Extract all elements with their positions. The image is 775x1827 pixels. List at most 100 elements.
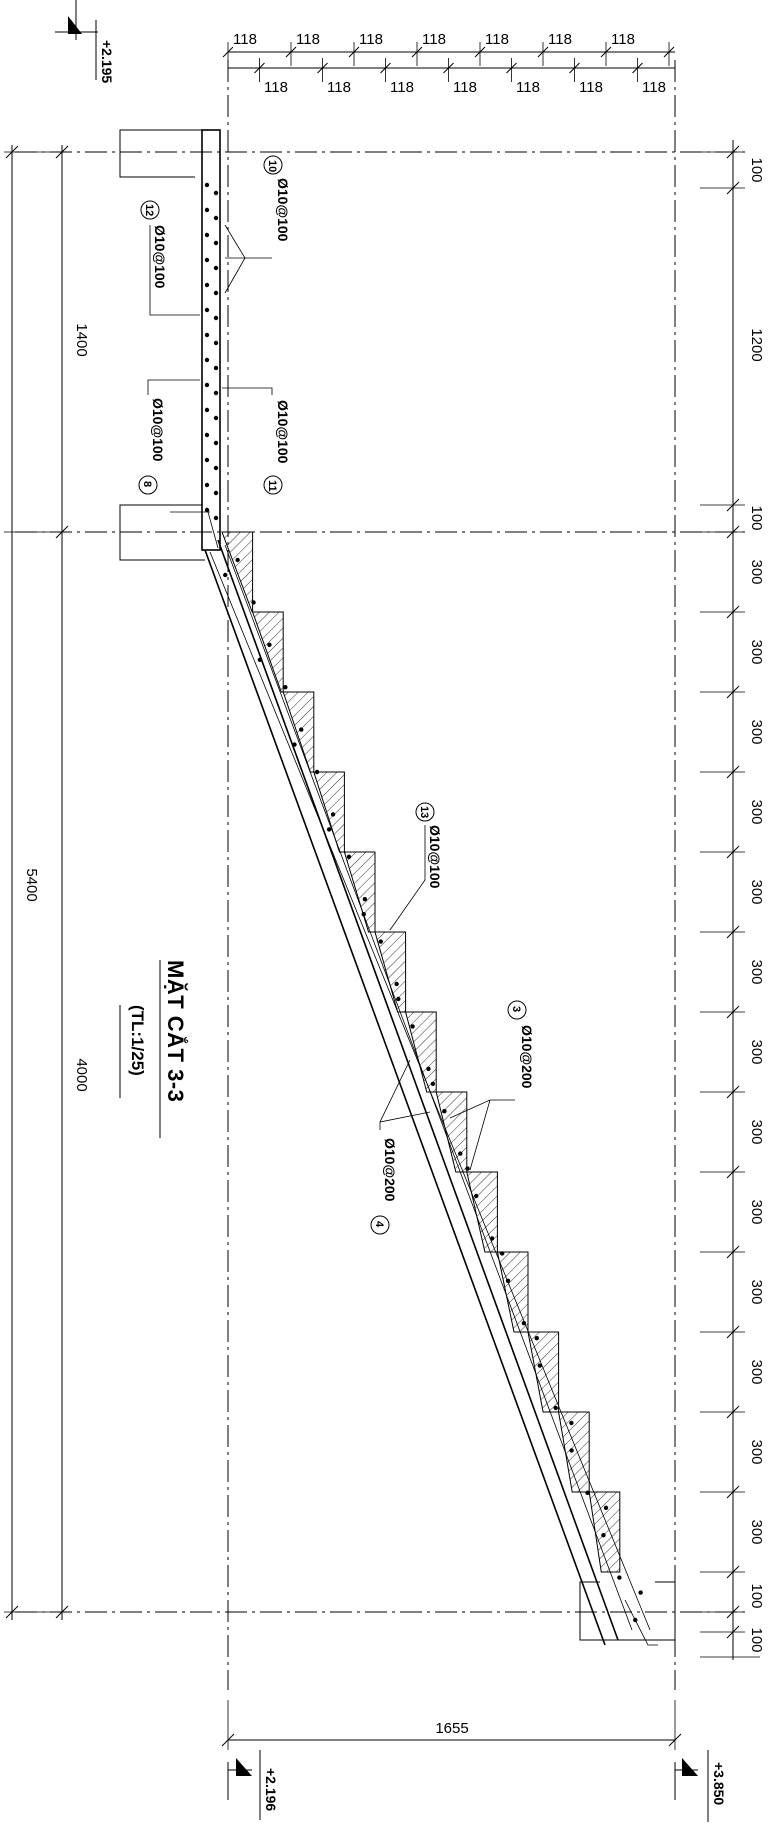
dim-tick <box>726 685 740 699</box>
rebar-num: 13 <box>418 806 430 818</box>
bottom-beam <box>579 1581 676 1646</box>
stair-step <box>221 531 254 613</box>
dim-width-1655: 1655 <box>435 1720 468 1737</box>
rebar-dot <box>569 1420 574 1426</box>
rebar-dot <box>204 507 210 513</box>
rebar-dot <box>330 812 336 817</box>
dim-tick <box>726 605 740 619</box>
top-dim-5: 118 <box>485 31 509 48</box>
dim-tick <box>726 765 740 779</box>
rebar-dot <box>603 1505 609 1511</box>
stair-step <box>251 611 284 693</box>
level-triangle-icon <box>682 1758 698 1776</box>
right-dim-14: 300 <box>748 1359 765 1384</box>
grid-lines <box>15 60 745 1690</box>
rebar-dot <box>378 939 383 944</box>
rebar-dot <box>326 827 332 832</box>
right-dim-17: 100 <box>748 1583 765 1608</box>
dim-tick <box>726 1325 740 1339</box>
stair-step <box>588 1491 621 1573</box>
rebar-dot <box>569 1448 574 1453</box>
dim-tick <box>632 62 643 74</box>
flight-rebar-dots <box>223 557 643 1623</box>
rebar-dot <box>505 1278 511 1284</box>
right-dim-4: 300 <box>748 559 765 584</box>
rebar-dot <box>204 257 210 263</box>
dim-tick <box>506 62 517 74</box>
rebar-dot <box>638 1590 643 1595</box>
level-marker-bottom-right: +3.850 <box>674 1750 727 1822</box>
rebar-dot <box>314 769 320 775</box>
rebar-mark-circle <box>370 1215 390 1235</box>
stair-step <box>558 1411 590 1493</box>
right-dim-7: 300 <box>748 799 765 824</box>
rebar-num: 4 <box>373 1221 385 1228</box>
rebar-dot <box>537 1363 543 1368</box>
rebar-dot <box>213 465 219 471</box>
rebar-dot <box>410 1024 415 1029</box>
rebar-num: 10 <box>266 160 278 172</box>
rebar-mark-circle <box>263 155 283 175</box>
rebar-dot <box>204 382 210 388</box>
rebar-dot <box>213 340 219 346</box>
top-dim-2: 118 <box>296 31 320 48</box>
bottom-beam-outline <box>579 1581 676 1641</box>
right-dim-8: 300 <box>748 879 765 904</box>
rebar-dot <box>213 240 219 246</box>
dim-tick <box>285 46 297 58</box>
right-dimension-chain <box>700 140 760 1660</box>
bottom-dimension: 1655 <box>221 1700 682 1750</box>
stair-step <box>404 1011 437 1093</box>
rebar-dot <box>267 642 272 647</box>
right-dim-1: 100 <box>748 157 765 182</box>
rebar-dot <box>474 1193 479 1199</box>
top-dimension-labels: 118 118 118 118 118 118 118 118 118 118 … <box>233 31 666 96</box>
rebar-dot <box>489 1236 495 1241</box>
rebar-dot <box>257 657 263 662</box>
right-dim-5: 300 <box>748 639 765 664</box>
level-triangle-icon <box>236 1758 252 1776</box>
right-dim-12: 300 <box>748 1199 765 1224</box>
dim-tick <box>411 46 423 58</box>
dim-tick <box>726 1565 740 1579</box>
rebar-dot <box>499 1251 505 1256</box>
rebar-dot <box>223 572 228 578</box>
top-dimension-ticks <box>222 42 675 82</box>
right-dim-10: 300 <box>748 1039 765 1064</box>
rebar-dot <box>204 207 210 213</box>
level-triangle-icon <box>68 16 82 34</box>
right-dim-6: 300 <box>748 719 765 744</box>
level-bottom-left: +2.196 <box>263 1768 279 1811</box>
top-dimension-chain <box>228 51 675 69</box>
landing-slab-outline <box>201 129 221 551</box>
rebar-dot <box>213 365 219 371</box>
dim-tick <box>726 1485 740 1499</box>
rebar-spec: Ø10@100 <box>150 398 166 462</box>
rebar-spec: Ø10@100 <box>152 225 168 289</box>
dim-tick <box>726 925 740 939</box>
rebar-callout-8: 8 Ø10@100 <box>138 379 200 495</box>
flight-soffit <box>217 539 619 1641</box>
rebar-dot <box>251 600 256 605</box>
left-dimension-chain: 5400 1400 4000 <box>4 145 90 1620</box>
top-dim-3: 118 <box>359 31 383 48</box>
rebar-callout-3: 3 Ø10@200 <box>449 1000 535 1171</box>
section-title: MẶT CẮT 3-3 (TL:1/25) <box>119 960 188 1138</box>
dim-tick <box>726 1165 740 1179</box>
rebar-dot <box>430 1081 436 1087</box>
right-dim-15: 300 <box>748 1439 765 1464</box>
rebar-dot <box>617 1575 622 1580</box>
top-dim-b6: 118 <box>579 79 603 96</box>
dim-tick <box>569 62 580 74</box>
dim-tick <box>663 46 675 58</box>
dim-total-5400: 5400 <box>23 868 40 901</box>
mid-beam <box>119 504 205 561</box>
right-dim-2: 1200 <box>748 328 765 361</box>
rebar-dot <box>204 432 210 438</box>
rebar-dot <box>601 1533 606 1538</box>
rebar-num: 12 <box>143 204 155 216</box>
rebar-dot <box>361 912 366 917</box>
rebar-callout-13: 13 Ø10@100 <box>389 802 443 931</box>
dim-tick <box>380 62 391 74</box>
rebar-dot <box>204 182 210 188</box>
